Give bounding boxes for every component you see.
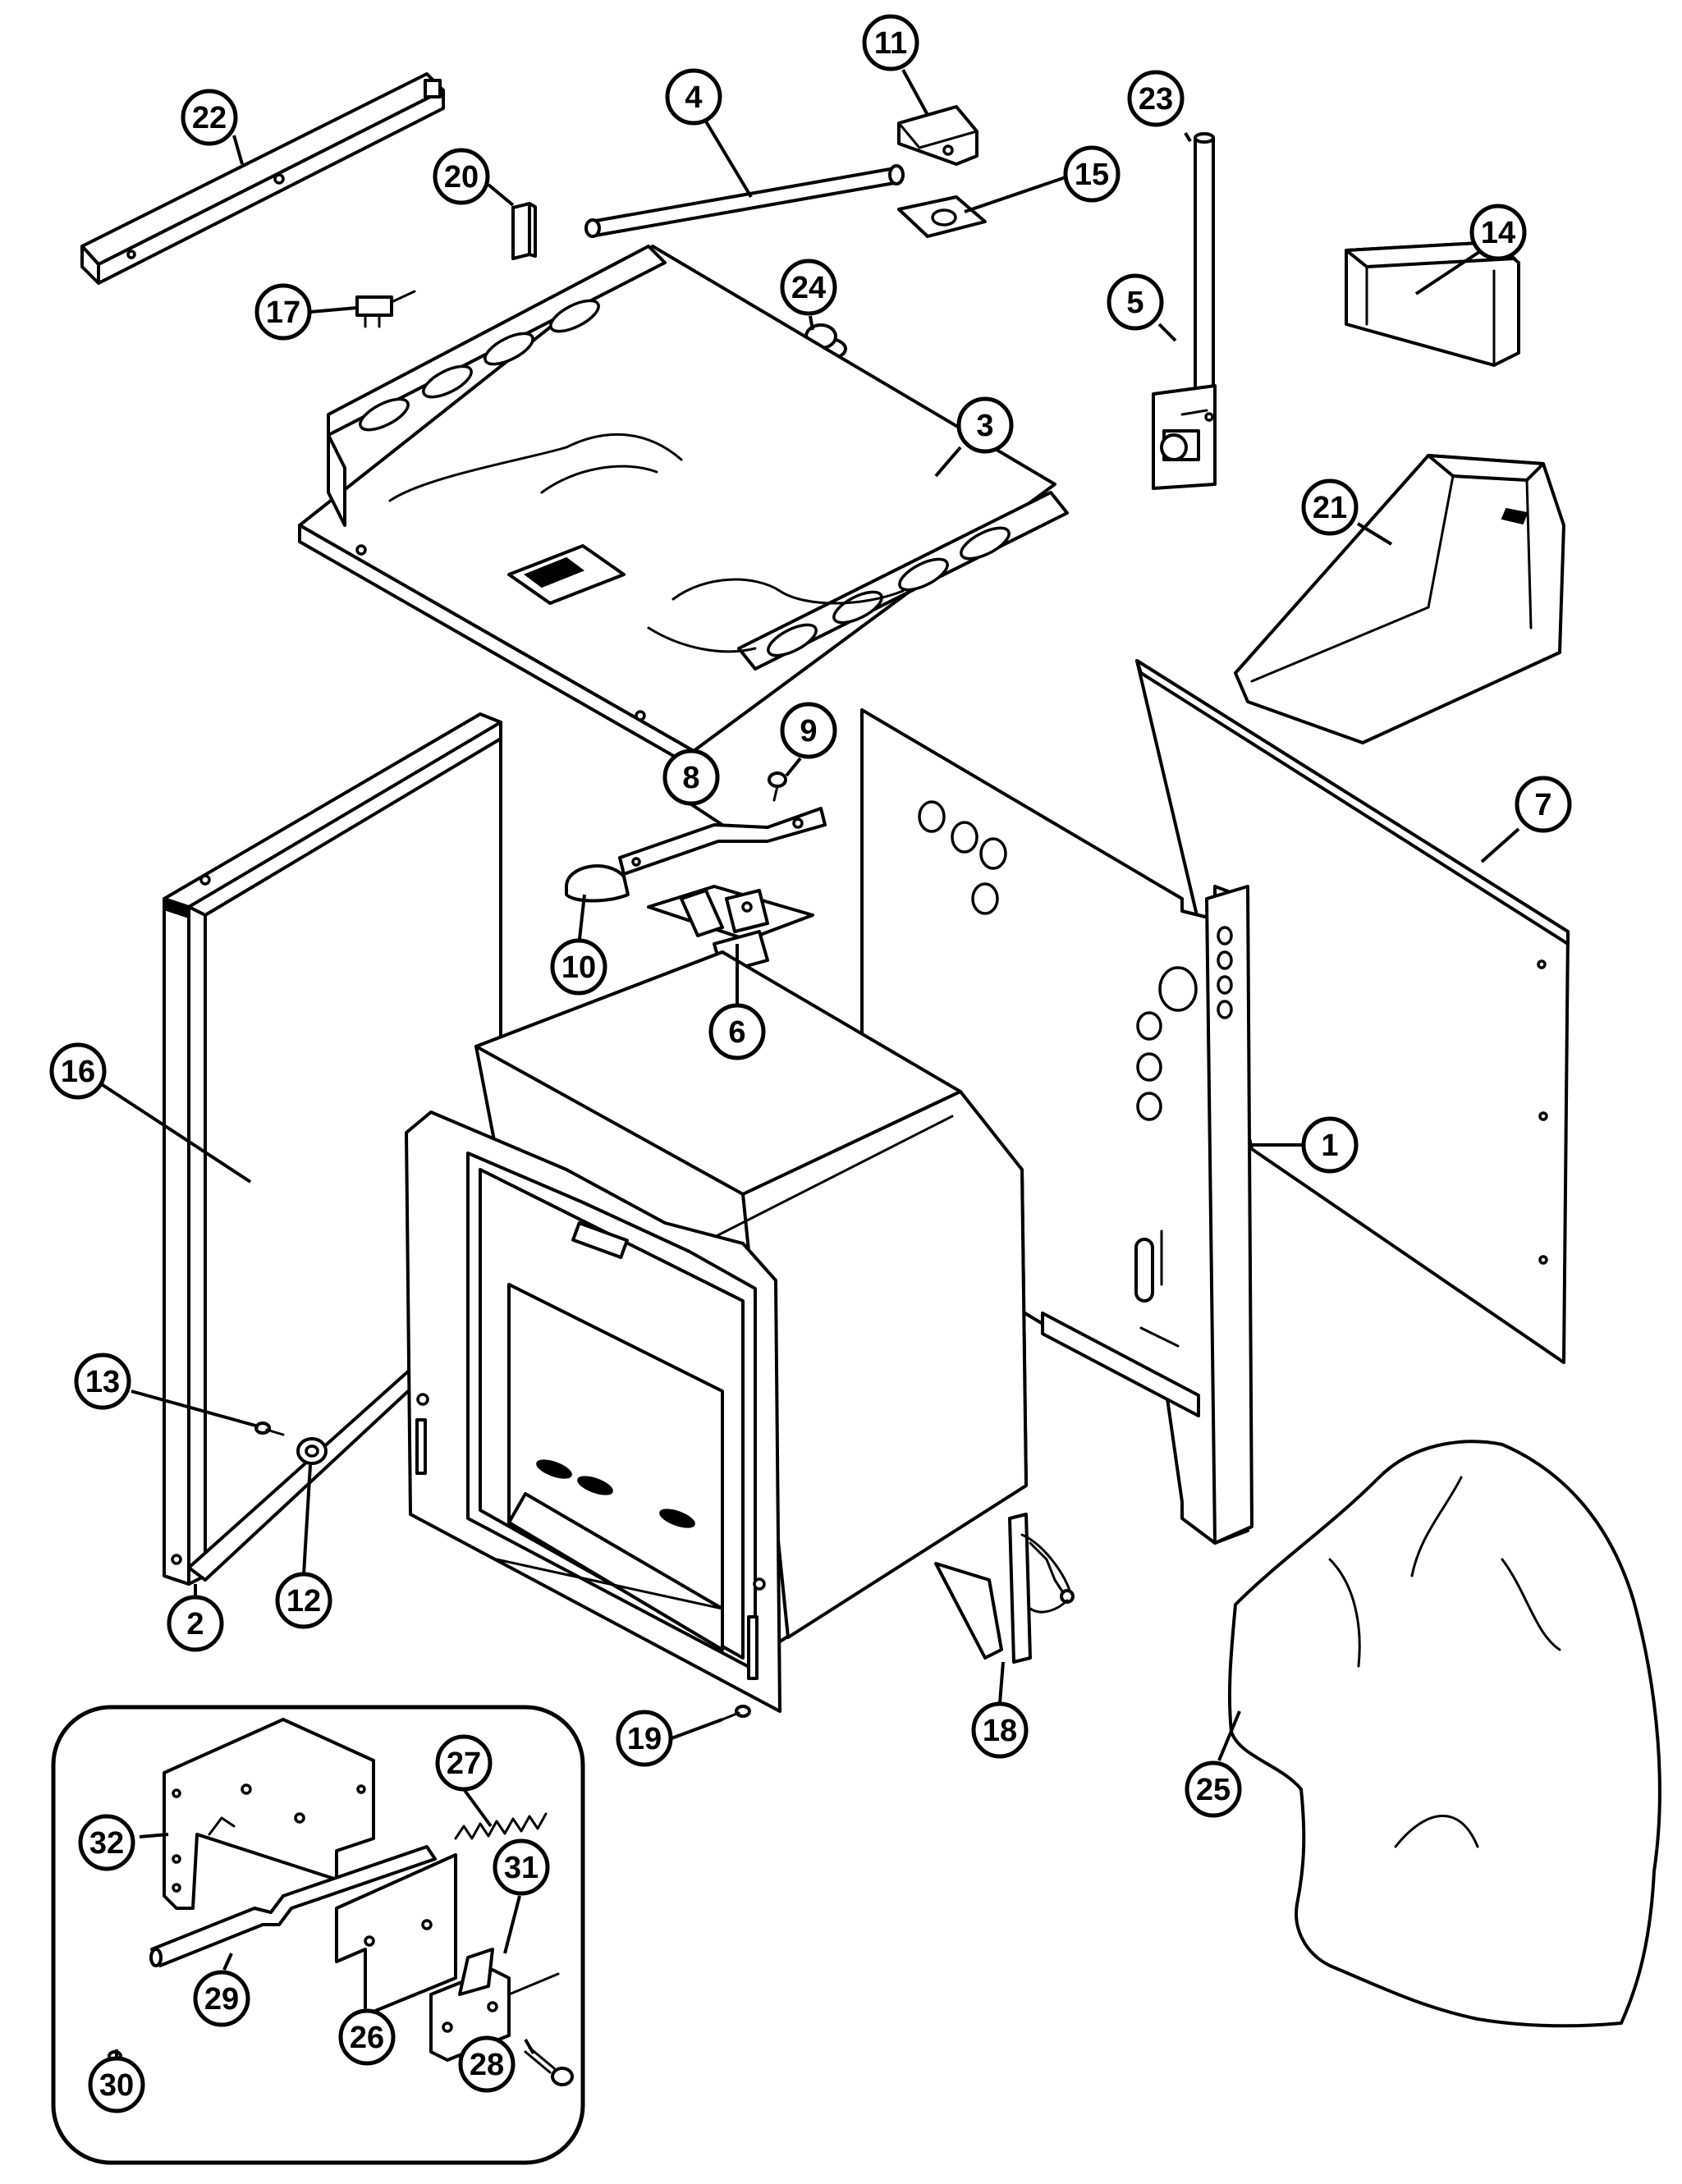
callout-13: 13 <box>74 1353 131 1410</box>
callout-10: 10 <box>550 938 607 996</box>
callout-28: 28 <box>458 2035 516 2093</box>
callout-11: 11 <box>862 14 919 71</box>
callout-24: 24 <box>780 259 837 316</box>
part-19-screw <box>721 1705 751 1721</box>
part-25-insulation <box>1227 1440 1661 2028</box>
callout-18: 18 <box>971 1701 1029 1759</box>
svg-text:30: 30 <box>99 2068 134 2103</box>
svg-text:10: 10 <box>561 950 596 985</box>
callout-15: 15 <box>1063 145 1121 203</box>
part-8-latch-arm <box>618 807 827 876</box>
callout-23: 23 <box>1127 70 1185 127</box>
part-27-spring <box>454 1812 548 1840</box>
callout-4: 4 <box>665 68 722 126</box>
svg-text:26: 26 <box>350 2021 384 2055</box>
part-17-switch <box>355 290 416 328</box>
svg-text:28: 28 <box>470 2048 504 2082</box>
part-6-lock-bracket <box>647 885 814 974</box>
part-15-gasket <box>897 195 987 238</box>
callout-16: 16 <box>49 1042 107 1100</box>
svg-text:7: 7 <box>1534 788 1551 822</box>
callout-19: 19 <box>616 1710 673 1767</box>
svg-text:4: 4 <box>685 80 702 115</box>
svg-text:1: 1 <box>1321 1129 1338 1163</box>
svg-text:24: 24 <box>791 271 826 305</box>
callout-14: 14 <box>1469 204 1527 261</box>
svg-text:8: 8 <box>682 761 699 795</box>
callout-25: 25 <box>1185 1760 1242 1818</box>
svg-text:11: 11 <box>874 26 907 61</box>
part-21-duct <box>1234 454 1565 744</box>
callout-3: 3 <box>956 396 1014 454</box>
callout-21: 21 <box>1301 478 1359 536</box>
svg-text:19: 19 <box>627 1722 662 1756</box>
part-23-tube <box>1194 132 1215 423</box>
svg-text:13: 13 <box>85 1365 120 1399</box>
part-14-duct-cap <box>1345 240 1520 367</box>
callout-2: 2 <box>167 1595 224 1652</box>
part-1-side-panel <box>860 708 1253 1545</box>
oven-front-frame <box>405 1110 781 1713</box>
part-32-bracket <box>163 1718 375 1910</box>
svg-text:6: 6 <box>728 1015 745 1050</box>
svg-text:21: 21 <box>1313 491 1347 525</box>
part-29-rod <box>149 1845 437 1967</box>
svg-text:32: 32 <box>89 1826 124 1861</box>
callout-22: 22 <box>181 89 238 146</box>
svg-text:3: 3 <box>976 409 993 443</box>
callout-26: 26 <box>338 2008 396 2066</box>
svg-text:15: 15 <box>1075 158 1109 192</box>
part-12-grommet <box>296 1437 328 1465</box>
svg-text:23: 23 <box>1139 82 1173 117</box>
svg-text:5: 5 <box>1126 286 1143 320</box>
part-13-screw <box>254 1422 285 1436</box>
callout-20: 20 <box>433 148 490 205</box>
part-9-screw <box>768 771 787 802</box>
part-5-valve-bracket <box>1152 384 1217 490</box>
svg-text:9: 9 <box>800 714 817 749</box>
svg-text:27: 27 <box>447 1747 481 1781</box>
svg-text:31: 31 <box>504 1851 539 1885</box>
svg-text:2: 2 <box>186 1607 204 1641</box>
callout-32: 32 <box>78 1814 135 1871</box>
callout-9: 9 <box>780 702 837 759</box>
svg-text:20: 20 <box>444 160 479 195</box>
svg-text:25: 25 <box>1196 1773 1231 1807</box>
callout-6: 6 <box>708 1003 766 1060</box>
callout-29: 29 <box>193 1970 250 2027</box>
part-31-switch <box>429 1948 560 2062</box>
svg-text:18: 18 <box>983 1714 1017 1748</box>
part-4-rod <box>584 164 905 238</box>
callout-8: 8 <box>662 749 720 806</box>
callout-5: 5 <box>1107 273 1164 331</box>
callout-12: 12 <box>275 1572 332 1629</box>
callout-31: 31 <box>493 1838 550 1896</box>
svg-text:12: 12 <box>286 1584 321 1619</box>
leader-lines <box>99 69 1520 2064</box>
callout-17: 17 <box>254 283 312 341</box>
svg-text:17: 17 <box>266 295 300 330</box>
part-22-top-rail <box>80 72 445 285</box>
part-3-top-pan <box>298 245 1069 769</box>
callout-30: 30 <box>88 2056 145 2113</box>
part-18-hinge <box>934 1513 1075 1664</box>
part-11-bracket <box>897 105 978 166</box>
svg-text:29: 29 <box>204 1982 239 2017</box>
inset-detail-box <box>51 1705 585 2165</box>
svg-text:14: 14 <box>1481 216 1515 250</box>
svg-text:22: 22 <box>192 101 227 135</box>
part-10-knob <box>565 864 630 903</box>
part-20-clip <box>511 202 537 260</box>
callout-27: 27 <box>435 1734 493 1792</box>
svg-text:16: 16 <box>61 1055 95 1089</box>
callout-7: 7 <box>1515 776 1572 833</box>
callout-1: 1 <box>1301 1116 1359 1174</box>
